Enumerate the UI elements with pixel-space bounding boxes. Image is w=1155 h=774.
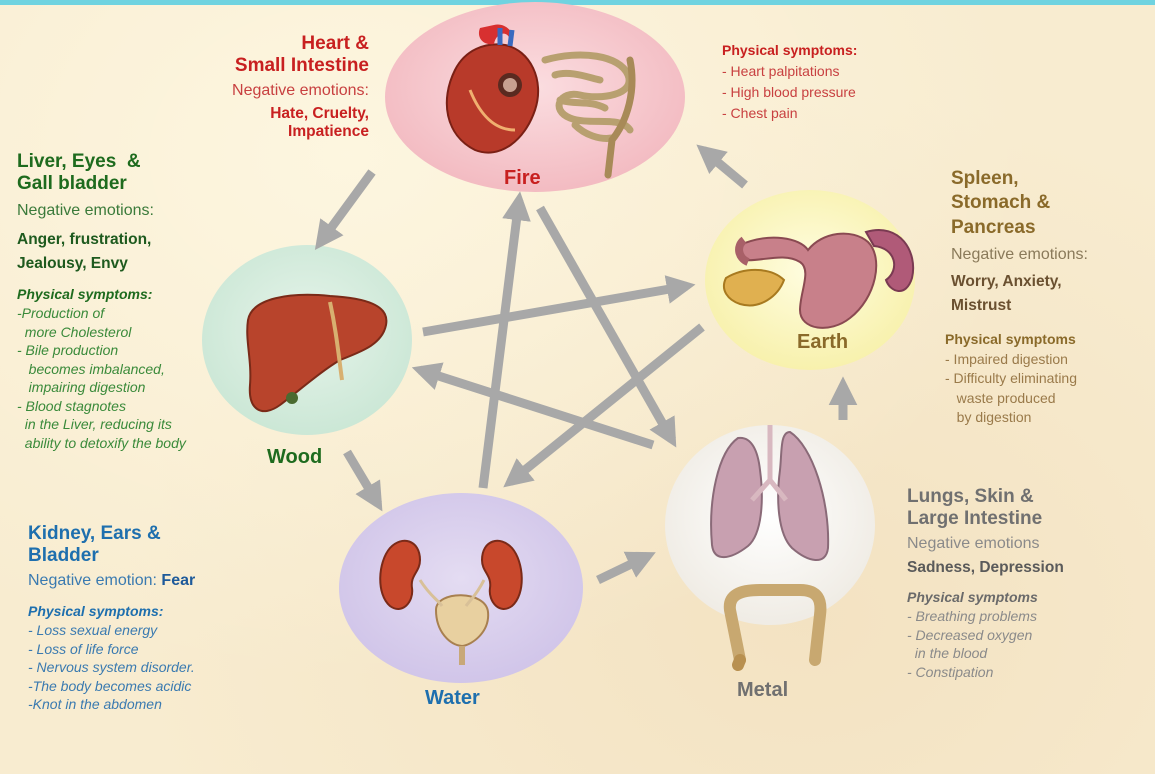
wood-emotion-line: Anger, frustration, [17,228,186,252]
earth-symptoms: Physical symptoms - Impaired digestion -… [945,331,1077,428]
earth-info: Spleen, Stomach & Pancreas Negative emot… [951,167,1088,318]
earth-label: Earth [797,331,848,354]
arrow-water-to-fire [483,200,519,488]
wood-organs-line: Gall bladder [17,173,186,195]
wood-emotion-line: Jealousy, Envy [17,252,186,276]
earth-organs: Spleen, Stomach & Pancreas [951,167,1088,240]
fire-neg-label: Negative emotions: [232,82,369,101]
metal-organs: Lungs, Skin & Large Intestine [907,486,1064,531]
earth-symptom: - Impaired digestion [945,350,1077,370]
arrow-wood-to-water [347,452,378,504]
fire-label: Fire [504,167,541,190]
wood-info: Liver, Eyes & Gall bladder Negative emot… [17,151,186,452]
metal-organs-line: Large Intestine [907,508,1064,530]
wood-symptom: ability to detoxify the body [17,434,186,452]
wood-organs: Liver, Eyes & Gall bladder [17,151,186,196]
wood-symptom: -Production of [17,304,186,322]
arrow-earth-to-fire [703,150,745,185]
water-symptom: -The body becomes acidic [28,677,195,695]
earth-emotions: Worry, Anxiety, Mistrust [951,270,1088,318]
metal-emotion-line: Sadness, Depression [907,559,1064,577]
metal-symptom: - Decreased oxygen [907,626,1064,644]
fire-emotion-line: Impatience [232,123,369,141]
earth-organs-line: Stomach & [951,191,1088,215]
water-symptom: -Knot in the abdomen [28,695,195,713]
fire-symptom: - Chest pain [722,103,857,124]
fire-symptom-list: - Heart palpitations - High blood pressu… [722,61,857,124]
water-symptom: - Loss of life force [28,640,195,658]
water-symptoms-title: Physical symptoms: [28,603,195,620]
earth-organs-line: Spleen, [951,167,1088,191]
wood-emotions: Anger, frustration, Jealousy, Envy [17,228,186,276]
metal-info: Lungs, Skin & Large Intestine Negative e… [907,486,1064,681]
water-symptom: - Nervous system disorder. [28,658,195,676]
earth-symptoms-title: Physical symptoms [945,331,1077,348]
metal-neg-label: Negative emotions [907,535,1064,554]
fire-organs: Heart & Small Intestine [232,33,369,78]
earth-organs-line: Pancreas [951,216,1088,240]
wood-symptom: - Bile production [17,341,186,359]
fire-symptoms-title: Physical symptoms: [722,42,857,59]
wood-symptoms-title: Physical symptoms: [17,286,186,303]
arrow-metal-to-wood [420,370,653,445]
wood-organs-line: Liver, Eyes & [17,151,186,173]
wood-label: Wood [267,446,322,469]
metal-symptom-list: - Breathing problems - Decreased oxygen … [907,607,1064,681]
earth-emotion-line: Worry, Anxiety, [951,270,1088,294]
wood-symptom: impairing digestion [17,378,186,396]
metal-symptom: - Breathing problems [907,607,1064,625]
metal-symptom: - Constipation [907,663,1064,681]
water-symptom: - Loss sexual energy [28,621,195,639]
water-neg-line: Negative emotion: Fear [28,572,195,591]
earth-symptom: waste produced [945,389,1077,409]
water-organs-line: Kidney, Ears & [28,523,195,545]
metal-label: Metal [737,679,788,702]
fire-symptoms: Physical symptoms: - Heart palpitations … [722,42,857,124]
fire-emotions: Hate, Cruelty, Impatience [232,105,369,142]
water-organs: Kidney, Ears & Bladder [28,523,195,568]
fire-emotion-line: Hate, Cruelty, [232,105,369,123]
wood-symptom-list: -Production of more Cholesterol - Bile p… [17,304,186,452]
wood-symptom: - Blood stagnotes [17,397,186,415]
water-info: Kidney, Ears & Bladder Negative emotion:… [28,523,195,714]
wood-symptom: in the Liver, reducing its [17,415,186,433]
arrow-fire-to-wood [320,172,372,243]
fire-organs-line: Small Intestine [232,55,369,77]
water-neg-label: Negative emotion: [28,572,157,589]
earth-symptom: - Difficulty eliminating [945,369,1077,389]
fire-info: Heart & Small Intestine Negative emotion… [232,33,369,141]
wood-symptom: becomes imbalanced, [17,360,186,378]
water-emotion: Fear [161,572,195,589]
metal-emotions: Sadness, Depression [907,559,1064,577]
earth-symptom-list: - Impaired digestion - Difficulty elimin… [945,350,1077,428]
water-label: Water [425,687,480,710]
fire-organs-line: Heart & [232,33,369,55]
metal-symptoms-title: Physical symptoms [907,589,1064,606]
earth-emotion-line: Mistrust [951,294,1088,318]
arrow-water-to-metal [598,556,648,580]
earth-symptom: by digestion [945,408,1077,428]
wood-symptom: more Cholesterol [17,323,186,341]
fire-symptom: - Heart palpitations [722,61,857,82]
earth-neg-label: Negative emotions: [951,246,1088,265]
wood-neg-label: Negative emotions: [17,202,186,221]
fire-symptom: - High blood pressure [722,82,857,103]
water-symptom-list: - Loss sexual energy - Loss of life forc… [28,621,195,713]
metal-symptom: in the blood [907,644,1064,662]
arrow-wood-to-earth [423,286,687,332]
water-organs-line: Bladder [28,545,195,567]
metal-organs-line: Lungs, Skin & [907,486,1064,508]
